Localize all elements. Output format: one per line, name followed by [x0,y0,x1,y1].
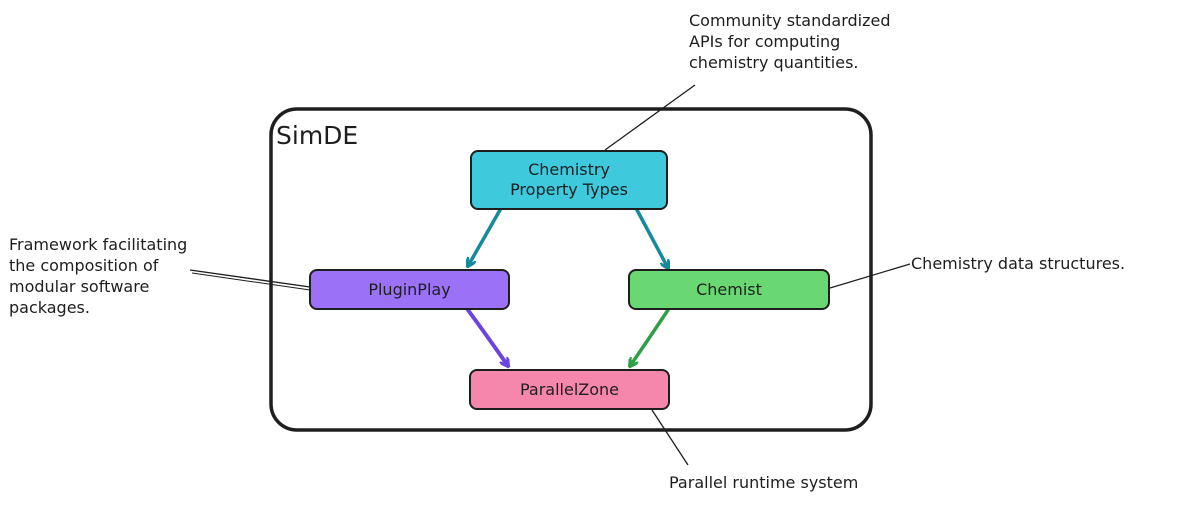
node-parallelzone: ParallelZone [469,369,670,410]
simde-container [269,107,873,432]
arrow-cpt-to-pluginplay [468,208,502,266]
node-chemist: Chemist [628,269,830,310]
leader-line-parallelzone [651,409,689,466]
annotation-pluginplay: Framework facilitating the composition o… [9,235,188,317]
node-label-cpt: Chemistry Property Types [510,160,628,199]
arrow-chemist-to-parallelzone [630,308,670,366]
annotation-chemist: Chemistry data structures. [911,254,1126,273]
annotation-cpt: Community standardized APIs for computin… [689,11,891,72]
node-label-chemist: Chemist [696,279,762,299]
leader-line-pluginplay [189,269,311,288]
leader-line-pluginplay-2 [191,272,311,291]
node-pluginplay: PluginPlay [309,269,510,310]
annotation-parallelzone: Parallel runtime system [669,473,859,492]
node-label-pluginplay: PluginPlay [368,279,451,299]
arrow-pluginplay-to-parallelzone [466,308,508,366]
simde-title: SimDE [276,121,359,150]
node-label-parallelzone: ParallelZone [519,379,620,399]
leader-line-cpt [604,84,696,151]
arrow-cpt-to-chemist [635,208,668,268]
leader-line-chemist [829,263,911,289]
node-chemistry-property-types: Chemistry Property Types [470,150,668,210]
